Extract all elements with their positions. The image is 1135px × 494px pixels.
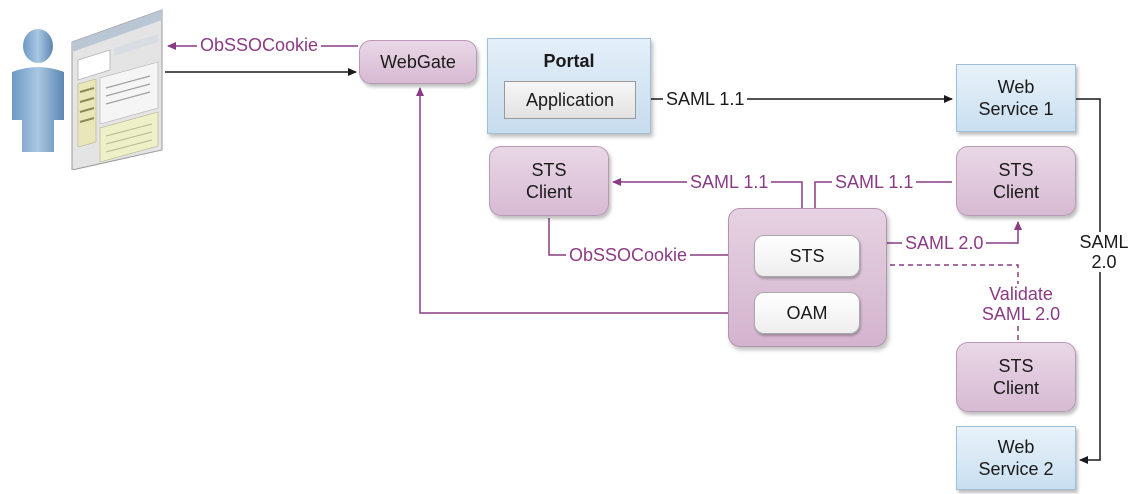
arrow-oam-to-webgate [416, 87, 728, 314]
sts-label: STS [789, 246, 825, 266]
sts-client-bottom-node: STS Client [956, 342, 1076, 412]
label-validate-line1: Validate [989, 284, 1053, 304]
application-label: Application [525, 89, 615, 110]
web-service-2-line2: Service 2 [978, 459, 1054, 479]
portal-title: Portal [543, 51, 595, 71]
sts-client-right-line2: Client [992, 182, 1040, 202]
arrow-ws1-to-ws2 [1076, 98, 1101, 464]
sts-node: STS [754, 235, 860, 277]
sts-client-left-line2: Client [525, 182, 573, 202]
oam-label: OAM [786, 303, 828, 323]
portal-container: Portal Application [487, 38, 651, 134]
browser-window-icon [71, 9, 163, 170]
user-icon [12, 29, 64, 152]
webgate-node: WebGate [359, 40, 477, 84]
oam-node: OAM [754, 292, 860, 334]
label-obsso-top: ObSSOCookie [197, 35, 322, 55]
sts-client-bottom-line1: STS [998, 356, 1034, 376]
label-saml20-ws: SAML 2.0 [1074, 232, 1134, 272]
label-validate-line2: SAML 2.0 [981, 304, 1061, 324]
sts-client-bottom-line2: Client [992, 378, 1040, 398]
label-saml20-sts: SAML 2.0 [902, 233, 987, 253]
label-saml20-ws-line2: 2.0 [1091, 252, 1117, 272]
web-service-1-line1: Web [997, 77, 1035, 97]
web-service-1-line2: Service 1 [978, 99, 1054, 119]
sts-client-right-node: STS Client [956, 146, 1076, 216]
web-service-2-line1: Web [997, 437, 1035, 457]
sts-client-right-line1: STS [998, 160, 1034, 180]
label-validate-saml20: Validate SAML 2.0 [964, 284, 1078, 324]
label-saml11-right: SAML 1.1 [832, 172, 917, 192]
web-service-2-node: Web Service 2 [956, 426, 1076, 490]
label-saml20-ws-line1: SAML [1079, 232, 1129, 252]
label-saml11-app: SAML 1.1 [663, 89, 748, 109]
sts-client-left-line1: STS [531, 160, 567, 180]
sts-client-left-node: STS Client [489, 146, 609, 216]
web-service-1-node: Web Service 1 [956, 64, 1076, 132]
label-obsso-mid: ObSSOCookie [566, 245, 691, 265]
arrow-validate-to-sts [863, 261, 1019, 340]
webgate-label: WebGate [380, 52, 456, 72]
label-saml11-left: SAML 1.1 [687, 172, 772, 192]
application-node: Application [504, 81, 636, 119]
